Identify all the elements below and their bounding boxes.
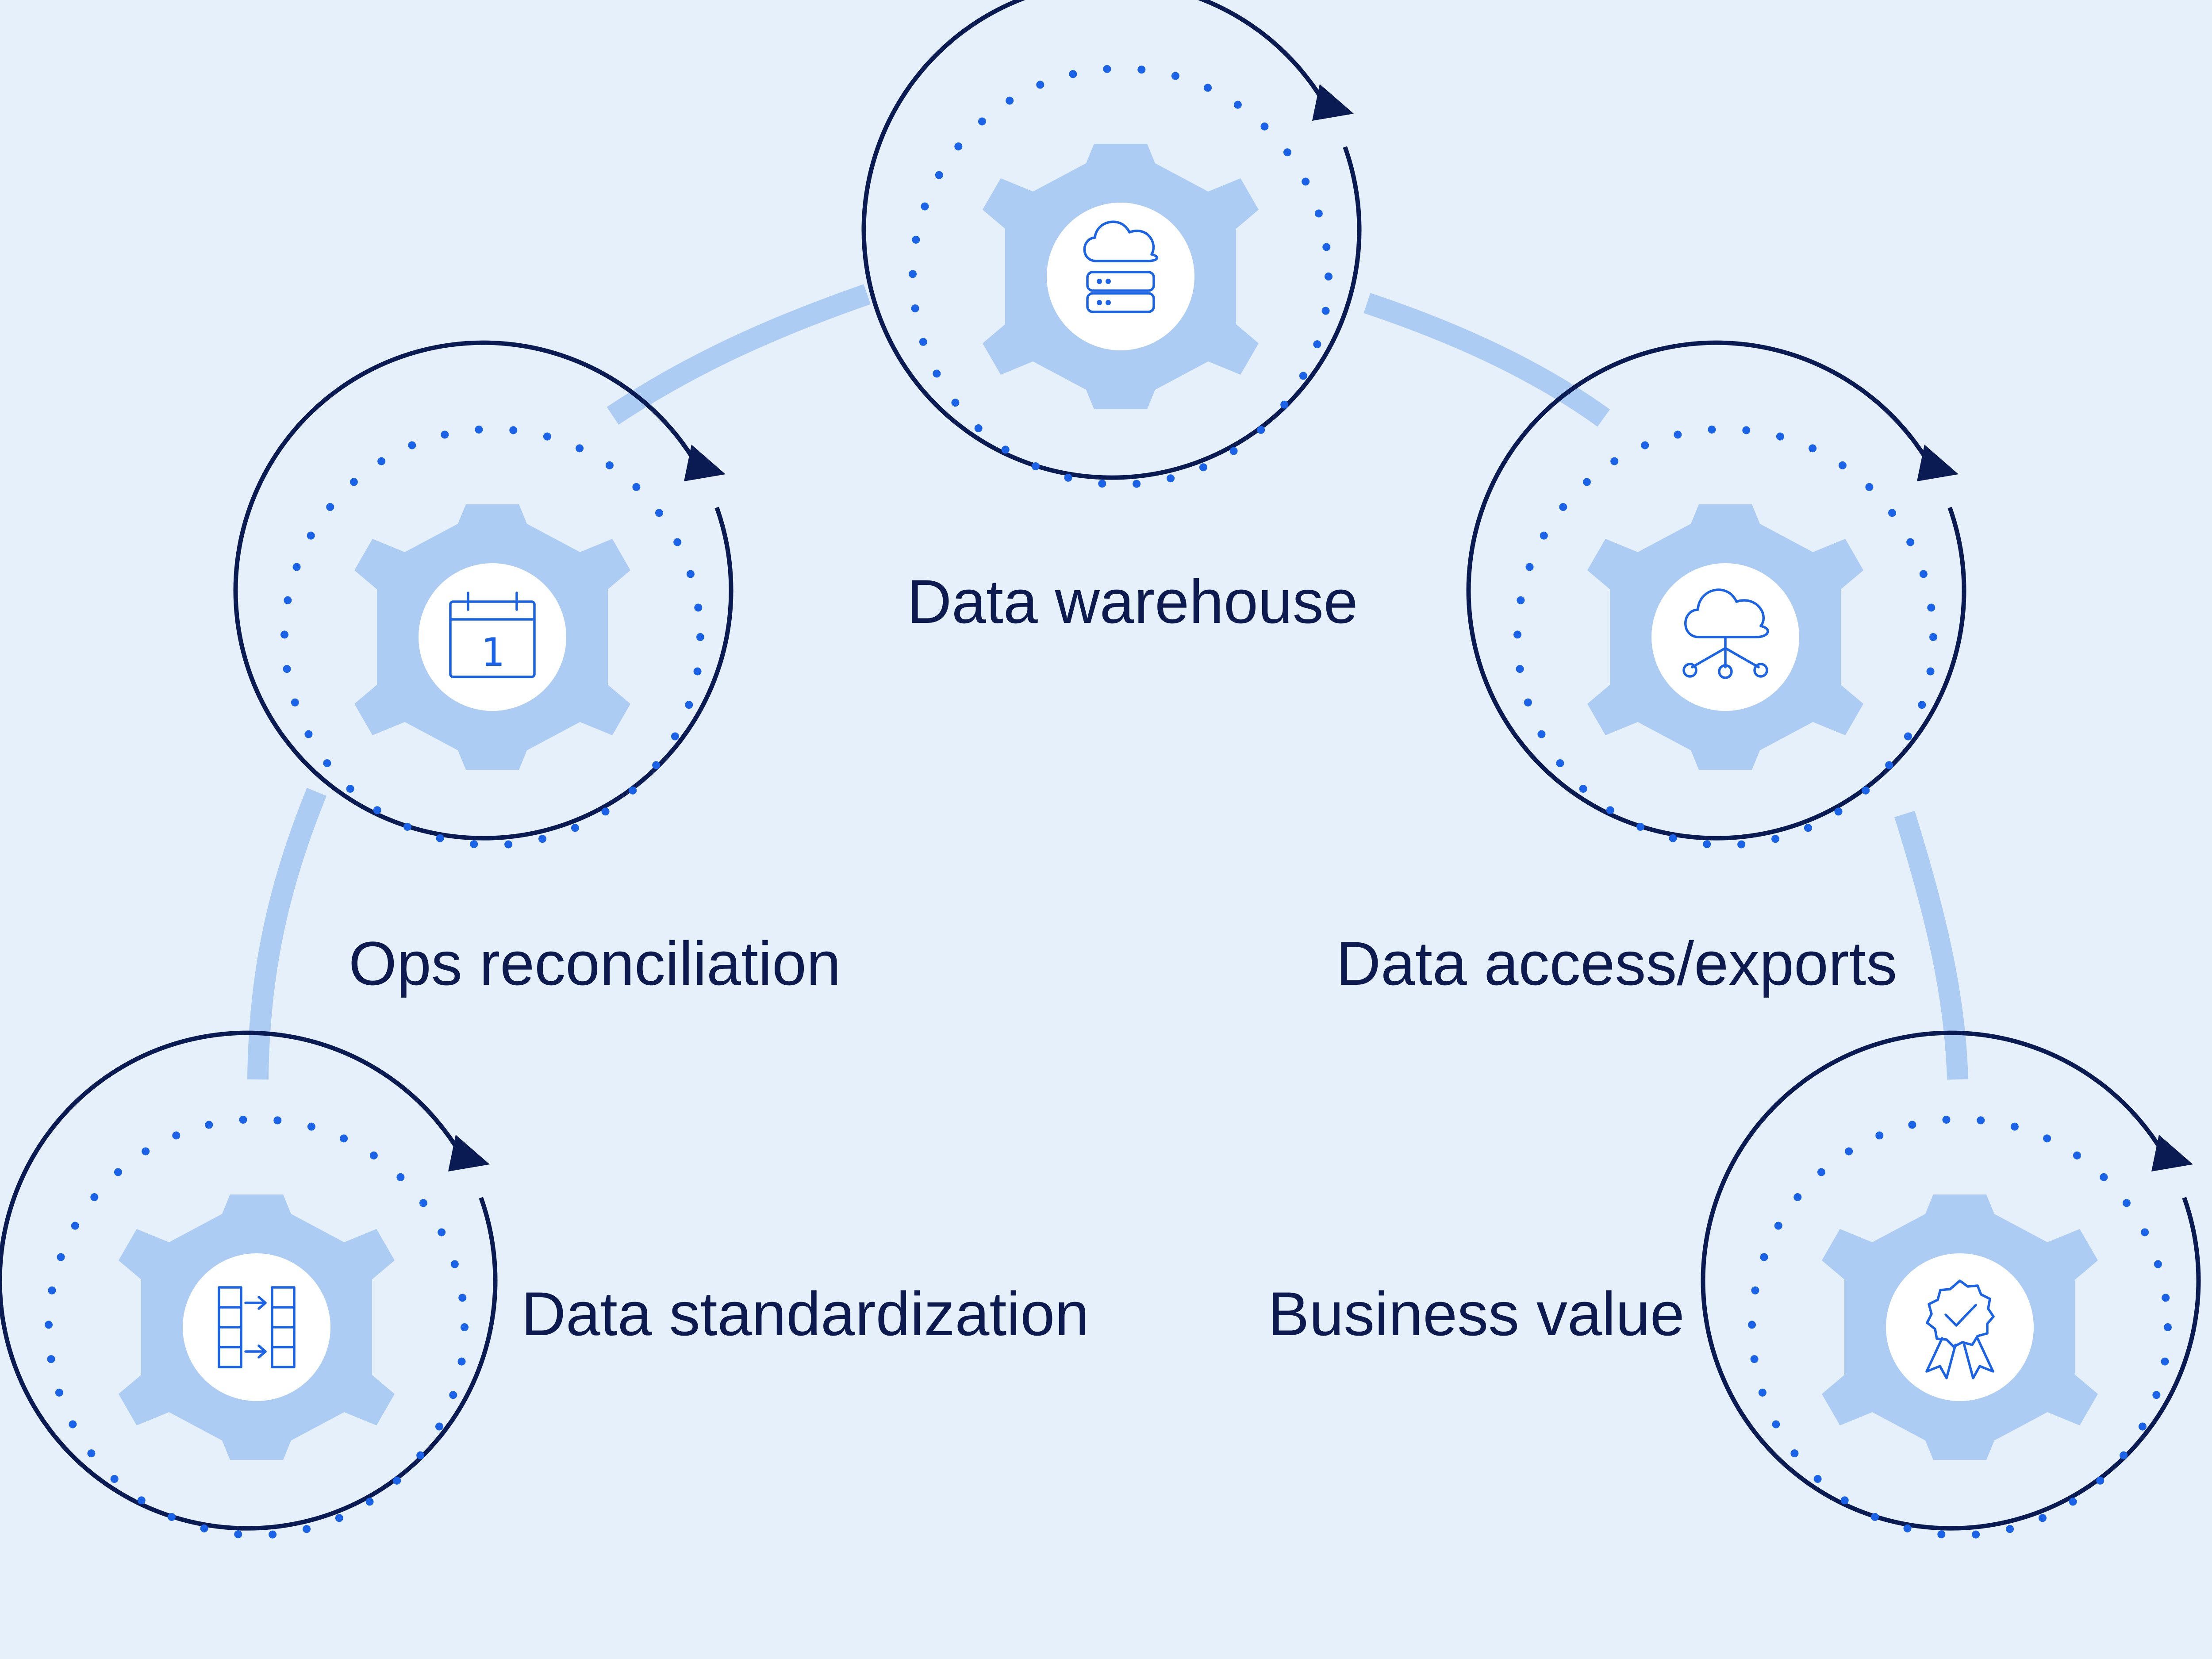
cloud-network-icon — [1682, 588, 1769, 679]
node-ops-reconciliation: 1 — [236, 343, 731, 849]
dotted-ring — [45, 1115, 469, 1539]
gear-hub — [1047, 203, 1194, 350]
table-transform-icon — [218, 1286, 296, 1368]
connector-warehouse-to-access — [1363, 293, 1610, 427]
node-business-value — [1703, 1033, 2199, 1539]
calendar-day: 1 — [481, 630, 504, 675]
calendar-icon: 1 — [449, 591, 536, 678]
label-business-value: Business value — [1268, 1279, 1685, 1348]
node-data-standardization — [0, 1033, 495, 1539]
label-ops-reconciliation: Ops reconciliation — [349, 929, 841, 998]
connector-standardization-to-reconciliation — [247, 787, 327, 1080]
label-data-access-exports: Data access/exports — [1336, 929, 1897, 998]
dotted-ring — [1513, 425, 1937, 849]
cloud-server-icon — [1083, 220, 1158, 313]
dotted-ring — [280, 425, 704, 849]
node-data-access-exports — [1469, 343, 1964, 849]
gear-hub — [419, 563, 566, 711]
connector-reconciliation-to-warehouse — [607, 284, 871, 425]
connector-access-to-business-value — [1894, 810, 1968, 1080]
gear-hub — [183, 1253, 330, 1401]
label-data-warehouse: Data warehouse — [907, 567, 1358, 636]
award-badge-icon — [1925, 1279, 1995, 1379]
dotted-ring — [1748, 1115, 2172, 1539]
gear-hub — [1886, 1253, 2034, 1401]
node-data-warehouse — [864, 0, 1359, 488]
dotted-ring — [909, 65, 1333, 488]
label-data-standardization: Data standardization — [521, 1279, 1090, 1348]
